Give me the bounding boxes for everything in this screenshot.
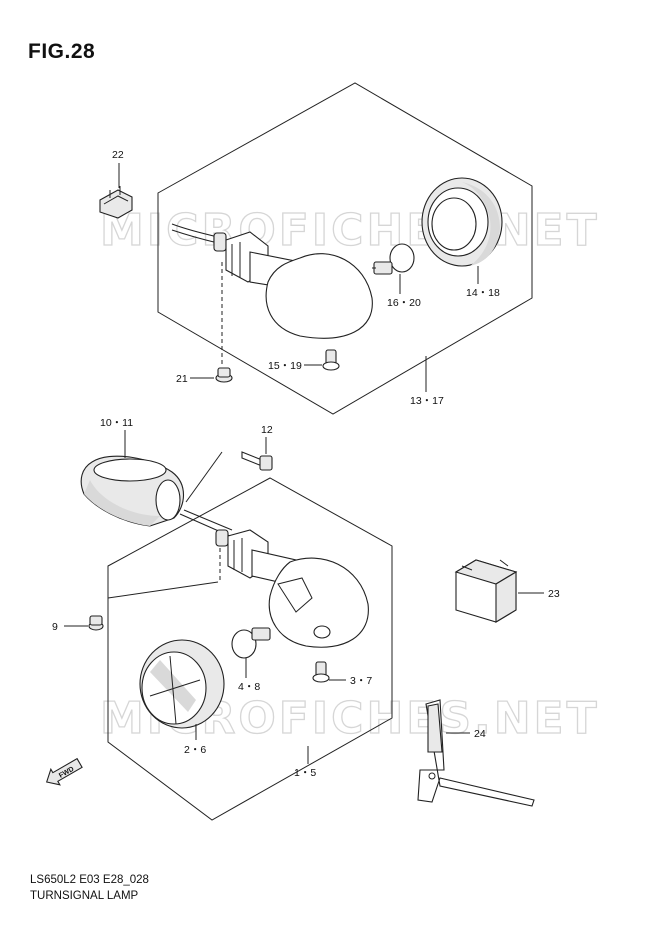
lower-assembly-frame [107, 477, 393, 821]
relay-part-23 [454, 559, 518, 623]
callout-15-19: 15・19 [268, 360, 302, 372]
callout-23: 23 [548, 588, 560, 600]
screw-part-15-19 [322, 349, 340, 371]
bulb-part-16-20 [372, 243, 415, 275]
lower-lamp-body [215, 529, 369, 648]
lens-part-2-6 [139, 639, 225, 729]
callout-21: 21 [176, 373, 188, 385]
callout-22: 22 [112, 149, 124, 161]
figure-code: LS650L2 E03 E28_028 [30, 874, 149, 886]
callout-4-8: 4・8 [238, 681, 260, 693]
bracket-part-24 [417, 699, 535, 807]
nut-part-21 [215, 367, 233, 383]
upper-lamp-body [171, 223, 373, 339]
callout-10-11: 10・11 [100, 417, 133, 429]
bracket-part-10-11 [80, 455, 185, 527]
callout-1-5: 1・5 [294, 767, 316, 779]
callout-14-18: 14・18 [466, 287, 500, 299]
callout-16-20: 16・20 [387, 297, 421, 309]
callout-9: 9 [52, 621, 58, 633]
watermark-top: MICROFICHES.NET [100, 205, 600, 256]
fwd-arrow-icon: FWD [45, 757, 83, 786]
upper-assembly-frame [157, 82, 533, 415]
callout-12: 12 [261, 424, 273, 436]
callout-24: 24 [474, 728, 486, 740]
bolt-part-12 [241, 451, 273, 471]
callout-2-6: 2・6 [184, 744, 206, 756]
clip-part-22 [99, 186, 133, 219]
nut-part-9 [88, 615, 104, 631]
callout-3-7: 3・7 [350, 675, 372, 687]
screw-part-3-7 [312, 661, 330, 683]
bulb-part-4-8 [231, 627, 271, 659]
figure-name: TURNSIGNAL LAMP [30, 890, 139, 902]
callout-13-17: 13・17 [410, 395, 444, 407]
figure-title: FIG.28 [28, 40, 96, 63]
lens-part-14-18 [421, 177, 503, 267]
